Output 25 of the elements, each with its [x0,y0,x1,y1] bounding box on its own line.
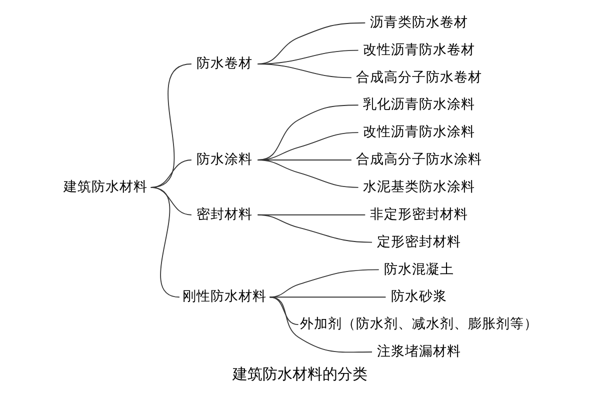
node-text: 建筑防水材料 [64,178,148,195]
connector [257,64,352,78]
node-text: 沥青类防水卷材 [370,14,468,30]
node-text: 注浆堵漏材料 [376,344,461,360]
node-text: 防水混凝土 [384,261,454,278]
connector [257,160,359,188]
caption: 建筑防水材料的分类 [232,364,368,383]
connector [150,186,180,298]
connector [269,296,386,298]
node-text: 乳化沥青防水涂料 [362,96,475,113]
node-text: 防水卷材 [196,56,253,72]
connector [257,214,372,243]
connector [269,296,372,353]
node-text: 刚性防水材料 [182,288,267,305]
node-text: 改性沥青防水涂料 [362,124,475,140]
node-text: 合成高分子防水涂料 [356,152,482,168]
node-text: 合成高分子防水卷材 [356,69,482,86]
node-text: 防水砂浆 [390,288,447,305]
node-text: 改性沥青防水卷材 [362,42,475,58]
node-text: 水泥基类防水涂料 [362,178,475,195]
node-text: 非定形密封材料 [370,206,468,222]
node-text: 外加剂（防水剂、减水剂、膨胀剂等） [300,316,538,332]
node-text: 密封材料 [196,206,253,222]
node-text: 防水涂料 [196,152,253,168]
node-text: 定形密封材料 [376,234,461,250]
